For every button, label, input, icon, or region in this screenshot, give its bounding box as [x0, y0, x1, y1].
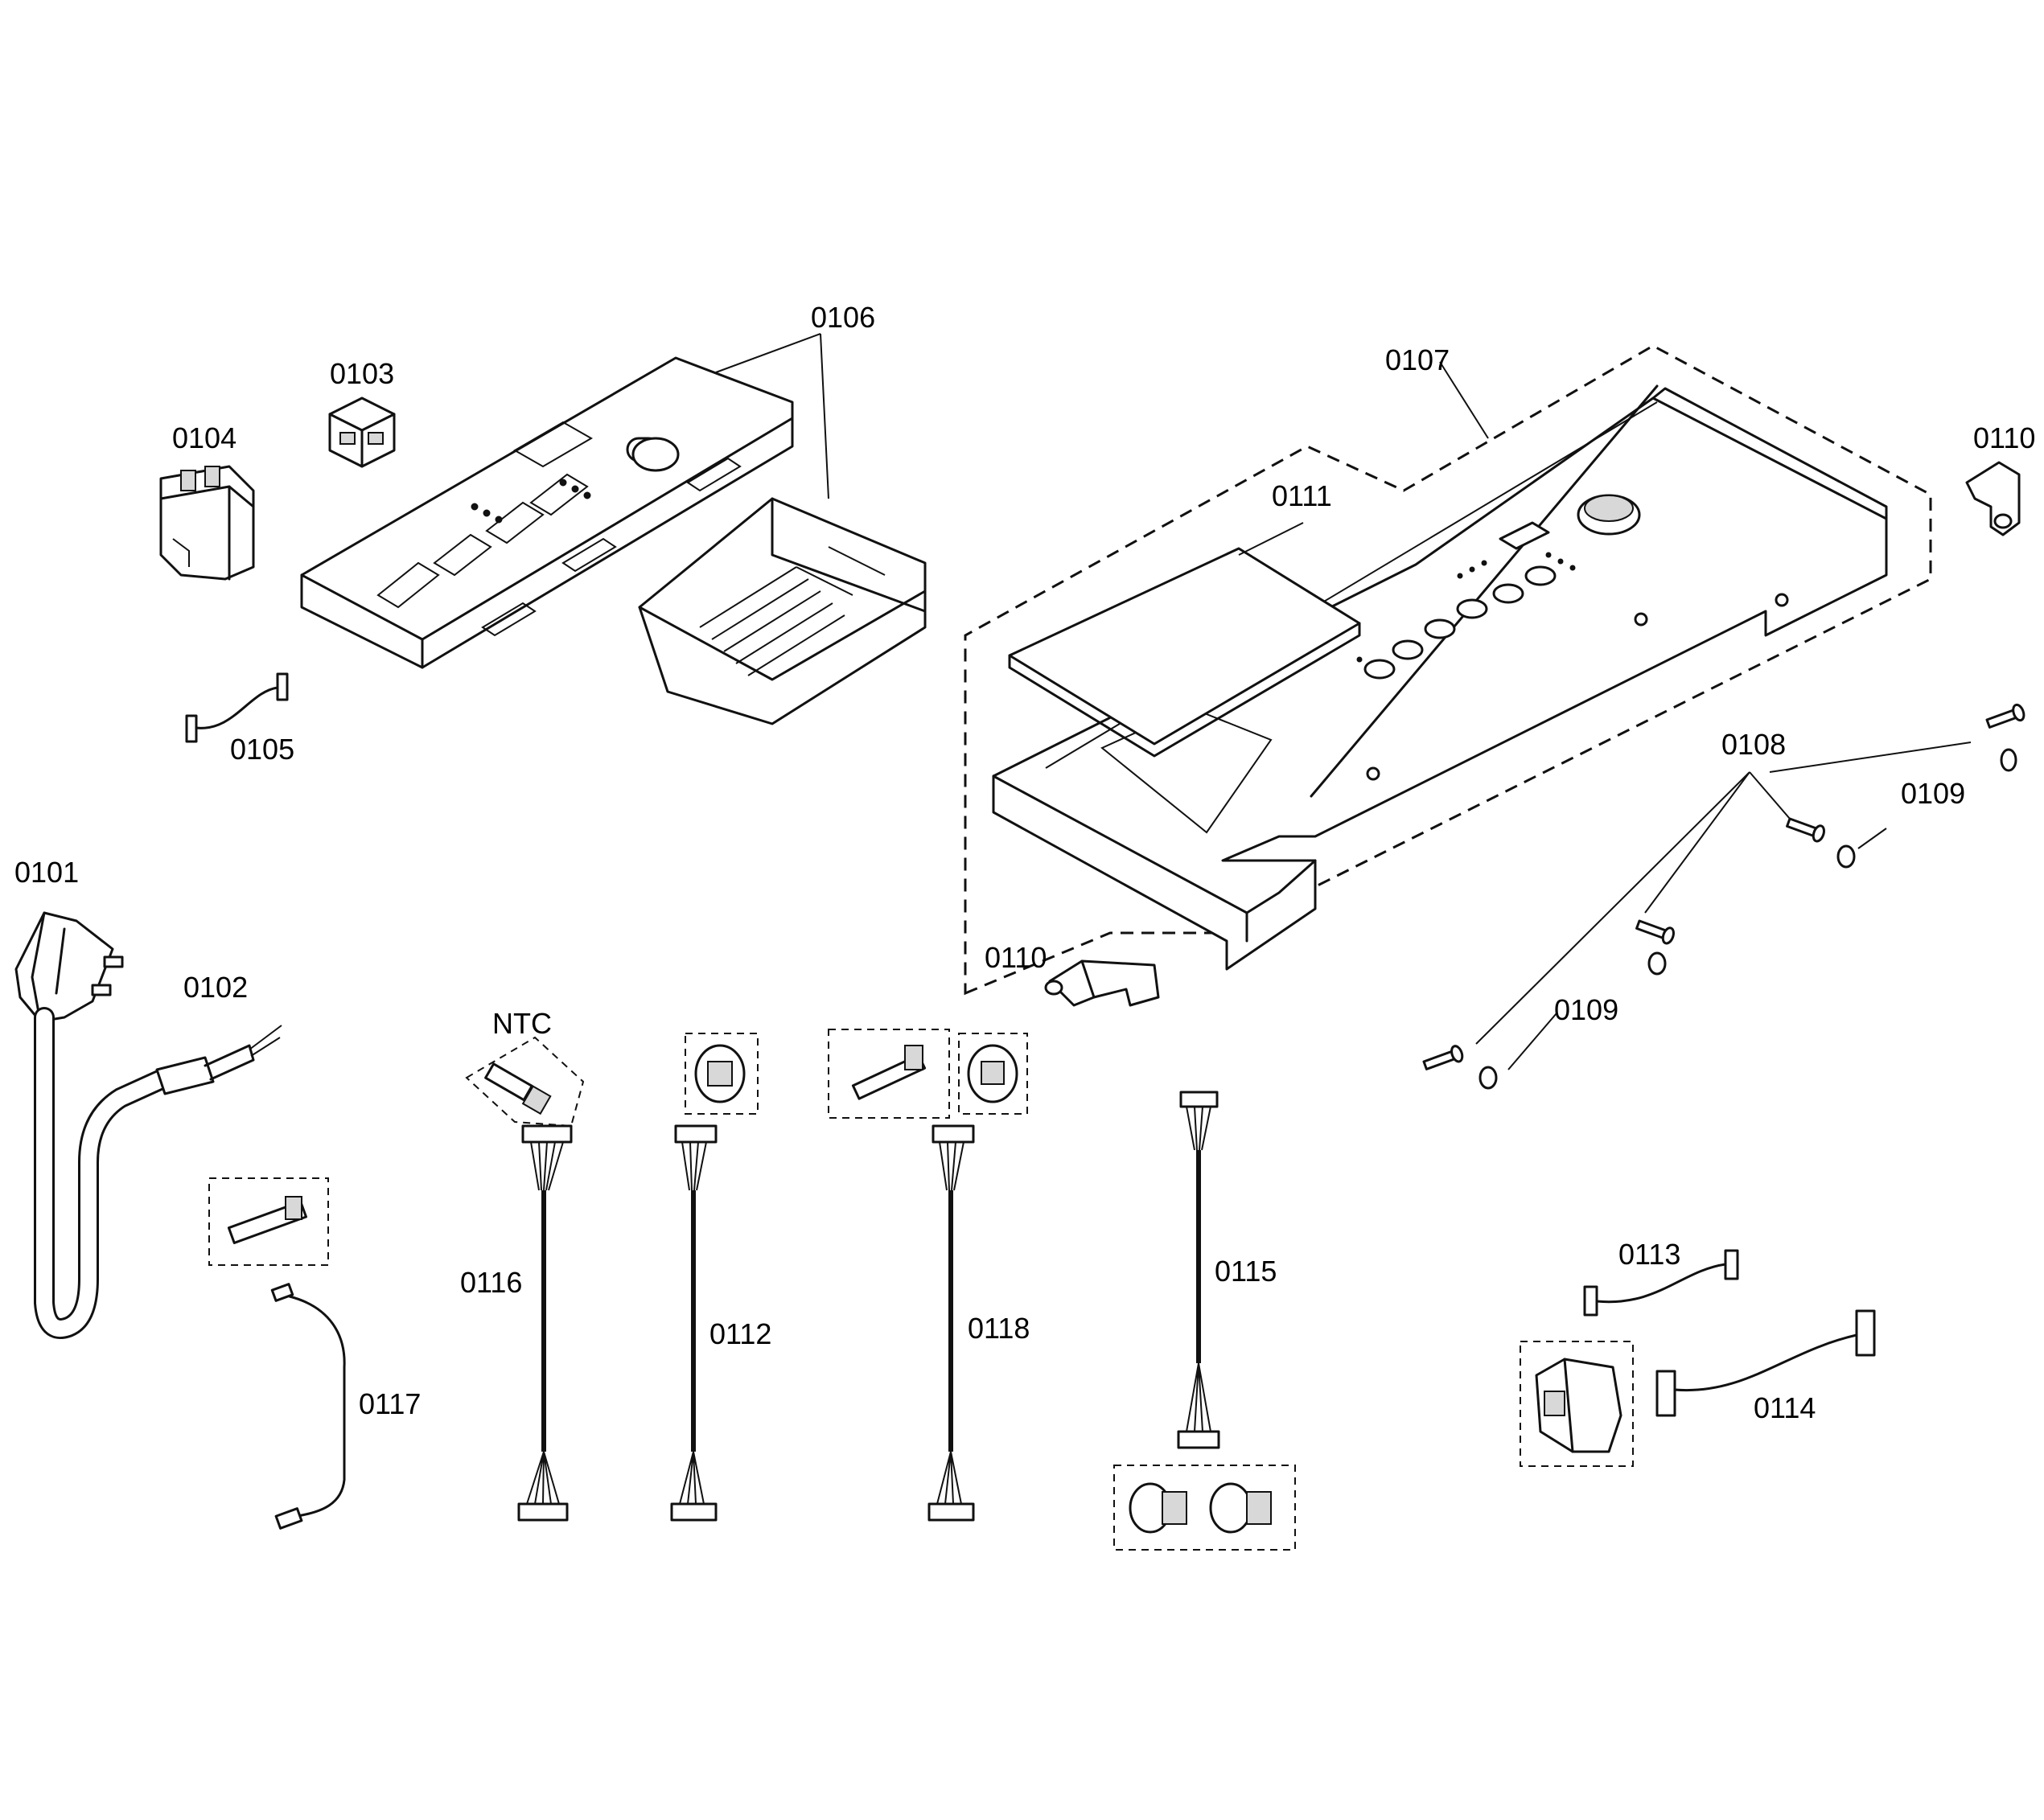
electronic-module [300, 356, 794, 669]
valve-assembly-box [1113, 1465, 1296, 1551]
label-0109-upper: 0109 [1901, 777, 1965, 810]
label-0102: 0102 [183, 971, 248, 1004]
label-0112: 0112 [709, 1317, 771, 1350]
label-0103: 0103 [330, 357, 394, 390]
wire-harness-0115 [1177, 1091, 1220, 1449]
heater-and-sensor-boxes [828, 1029, 1028, 1119]
label-0108: 0108 [1721, 728, 1786, 761]
label-plate [1008, 547, 1361, 758]
wire-harness-0118 [927, 1124, 975, 1522]
label-0111: 0111 [1272, 479, 1332, 512]
label-0116: 0116 [460, 1266, 522, 1299]
label-0104: 0104 [172, 421, 236, 454]
wire-0114 [1655, 1309, 1876, 1417]
ntc-sensor-box [465, 1036, 585, 1128]
wire-harness-0116 [517, 1124, 573, 1522]
door-lock-box [1520, 1341, 1634, 1467]
label-0105: 0105 [230, 733, 294, 766]
heater-element-box [208, 1177, 329, 1266]
mounting-bracket-lower [1044, 959, 1160, 1007]
label-0109-lower: 0109 [1554, 993, 1618, 1026]
label-0106: 0106 [811, 301, 875, 334]
mounting-bracket-upper [1965, 461, 2021, 536]
label-0113: 0113 [1618, 1238, 1680, 1271]
label-0101: 0101 [14, 856, 79, 889]
short-jumper-wire [185, 672, 289, 743]
label-0118: 0118 [968, 1312, 1030, 1345]
wire-harness-0112 [670, 1124, 718, 1522]
label-0114: 0114 [1754, 1391, 1816, 1424]
label-0110-lower: 0110 [985, 941, 1047, 974]
electronic-module-housing [638, 497, 927, 725]
washers [1479, 748, 2017, 1090]
label-0107: 0107 [1385, 343, 1450, 376]
screws [1422, 703, 2025, 1070]
control-panel-assembly [964, 344, 1932, 996]
leader-lines [715, 333, 1972, 1070]
wire-harness-0117 [270, 1283, 346, 1530]
power-cord [14, 911, 282, 1339]
pressure-sensor-box [685, 1033, 759, 1115]
interference-filter [159, 465, 255, 581]
small-cube-part [328, 396, 396, 468]
label-ntc: NTC [492, 1007, 552, 1040]
label-0117: 0117 [359, 1387, 421, 1420]
wire-0113 [1583, 1249, 1739, 1317]
label-0115: 0115 [1215, 1255, 1277, 1288]
label-0110-upper: 0110 [1973, 421, 2035, 454]
part-labels: 0101 0102 0103 0104 0105 0106 0107 0108 … [14, 301, 2035, 1424]
